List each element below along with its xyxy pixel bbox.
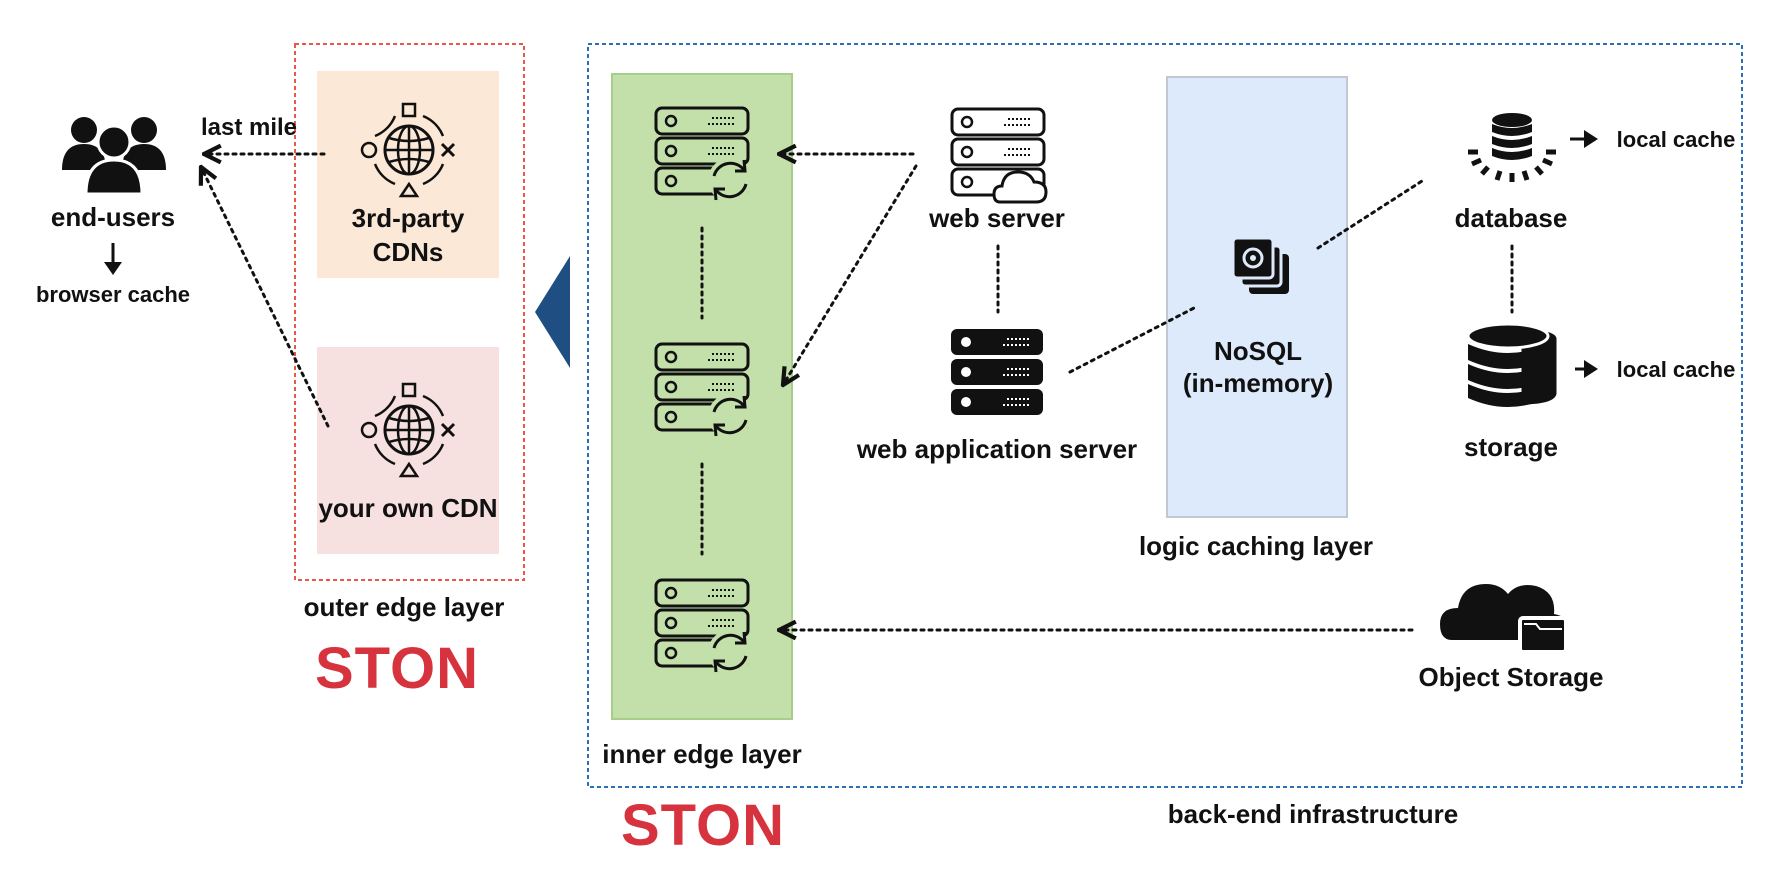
own-cdn-to-users-link [201,167,330,428]
logic-caching-column [1166,76,1348,518]
last-mile-label: last mile [201,114,297,141]
own-cdn-label: your own CDN [318,493,497,523]
logic-caching-layer-label: logic caching layer [1139,531,1373,561]
users-group-icon [62,117,166,196]
memory-stack-icon [1231,236,1289,294]
browser-cache-label: browser cache [36,282,190,307]
third-party-cdn-label-line2: CDNs [373,237,444,267]
storage-local-cache-label: local cache [1617,357,1736,382]
database-label: database [1455,203,1568,233]
ston-logo-outer: STON [315,636,479,701]
inner-edge-column [611,73,793,720]
ston-logo-inner: STON [621,793,785,858]
inner-edge-layer-label: inner edge layer [602,739,801,769]
backend-infrastructure-label: back-end infrastructure [1168,799,1458,829]
outer-edge-box [294,43,525,581]
end-users-label: end-users [51,202,175,232]
database-local-cache-label: local cache [1617,127,1736,152]
nosql-label-line1: NoSQL [1214,336,1302,366]
server-rack-icon [950,328,1044,416]
storage-icon [1466,322,1560,408]
web-server-to-inner-edge-mid-link [783,164,918,385]
third-party-cdn-label-line1: 3rd-party [352,203,465,233]
database-icon [1468,113,1556,182]
nosql-label-line2: (in-memory) [1183,368,1333,398]
storage-label: storage [1464,432,1558,462]
app-server-to-nosql-link [1068,306,1196,374]
object-storage-label: Object Storage [1419,662,1604,692]
storage-cache-arrowhead [1584,360,1598,378]
database-cache-arrowhead [1584,130,1598,148]
outer-edge-layer-label: outer edge layer [304,592,505,622]
divider-triangle [535,256,570,368]
browser-cache-arrowhead [104,262,122,275]
backend-infrastructure-box [587,43,1743,788]
web-application-server-label: web application server [856,434,1137,464]
cloud-folder-icon [1440,584,1568,654]
web-server-label: web server [928,203,1065,233]
cloud-icon [992,170,1048,204]
nosql-to-database-link [1316,179,1424,250]
